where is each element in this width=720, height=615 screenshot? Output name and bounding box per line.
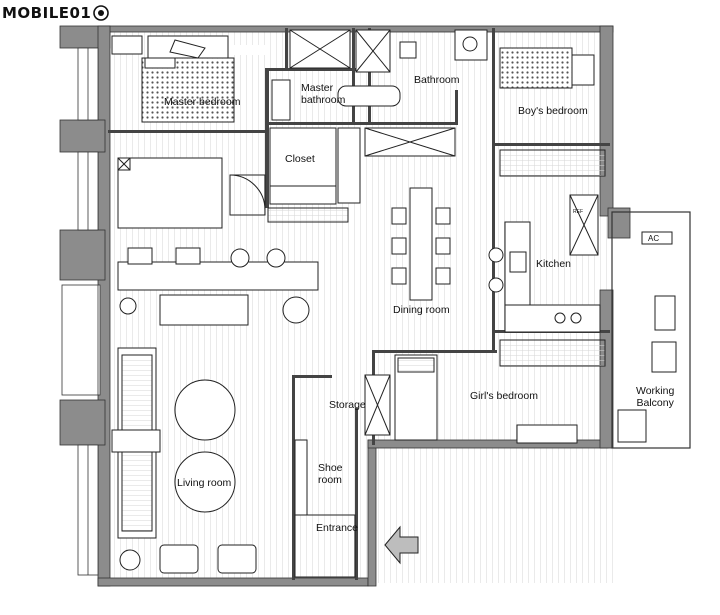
label-master-bedroom: Master bedroom [164,96,241,108]
label-shoe-room-line2: room [318,474,342,486]
label-master-bathroom-line2: bathroom [301,94,346,106]
cabinet-row-top [364,127,456,157]
storage-cabinets [294,374,391,578]
bar-counter [117,247,319,326]
logo: MOBILE01 [2,2,110,24]
dining-table [391,187,451,301]
label-working-balcony-line1: Working [636,385,675,397]
logo-text: MOBILE01 [2,4,92,22]
wardrobe-master [117,157,266,229]
logo-emblem-icon [93,5,110,21]
label-kitchen: Kitchen [536,258,572,270]
label-bathroom: Bathroom [414,74,460,86]
kitchen-counters [488,194,601,333]
exterior-walls [59,25,691,587]
master-bathroom-fixtures [271,29,401,121]
living-room-furniture [111,347,257,574]
label-boys-bedroom: Boy's bedroom [518,105,588,117]
label-living-room: Living room [177,477,232,489]
bathroom-fixtures [355,29,488,73]
label-closet: Closet [285,153,315,165]
balcony-fixtures [617,231,677,443]
closet-shelves [267,127,361,223]
master-bed [111,35,235,123]
label-girls-bedroom: Girl's bedroom [470,390,538,402]
label-working-balcony-line2: Balcony [636,397,674,409]
label-master-bathroom: Master bathroom [301,82,345,106]
girls-bed [394,339,606,444]
label-ac: AC [648,234,660,243]
entrance-arrow-icon [384,525,419,565]
windows-left [61,47,101,576]
label-dining-room: Dining room [393,304,450,316]
label-storage: Storage [329,399,366,411]
label-master-bathroom-line1: Master [301,82,334,94]
label-working-balcony: Working Balcony [636,385,674,409]
label-shoe-room: Shoe room [318,462,343,486]
label-fridge: REF [573,209,583,215]
boys-bed [499,47,606,177]
label-entrance: Entrance [316,522,359,534]
label-shoe-room-line1: Shoe [318,462,343,474]
